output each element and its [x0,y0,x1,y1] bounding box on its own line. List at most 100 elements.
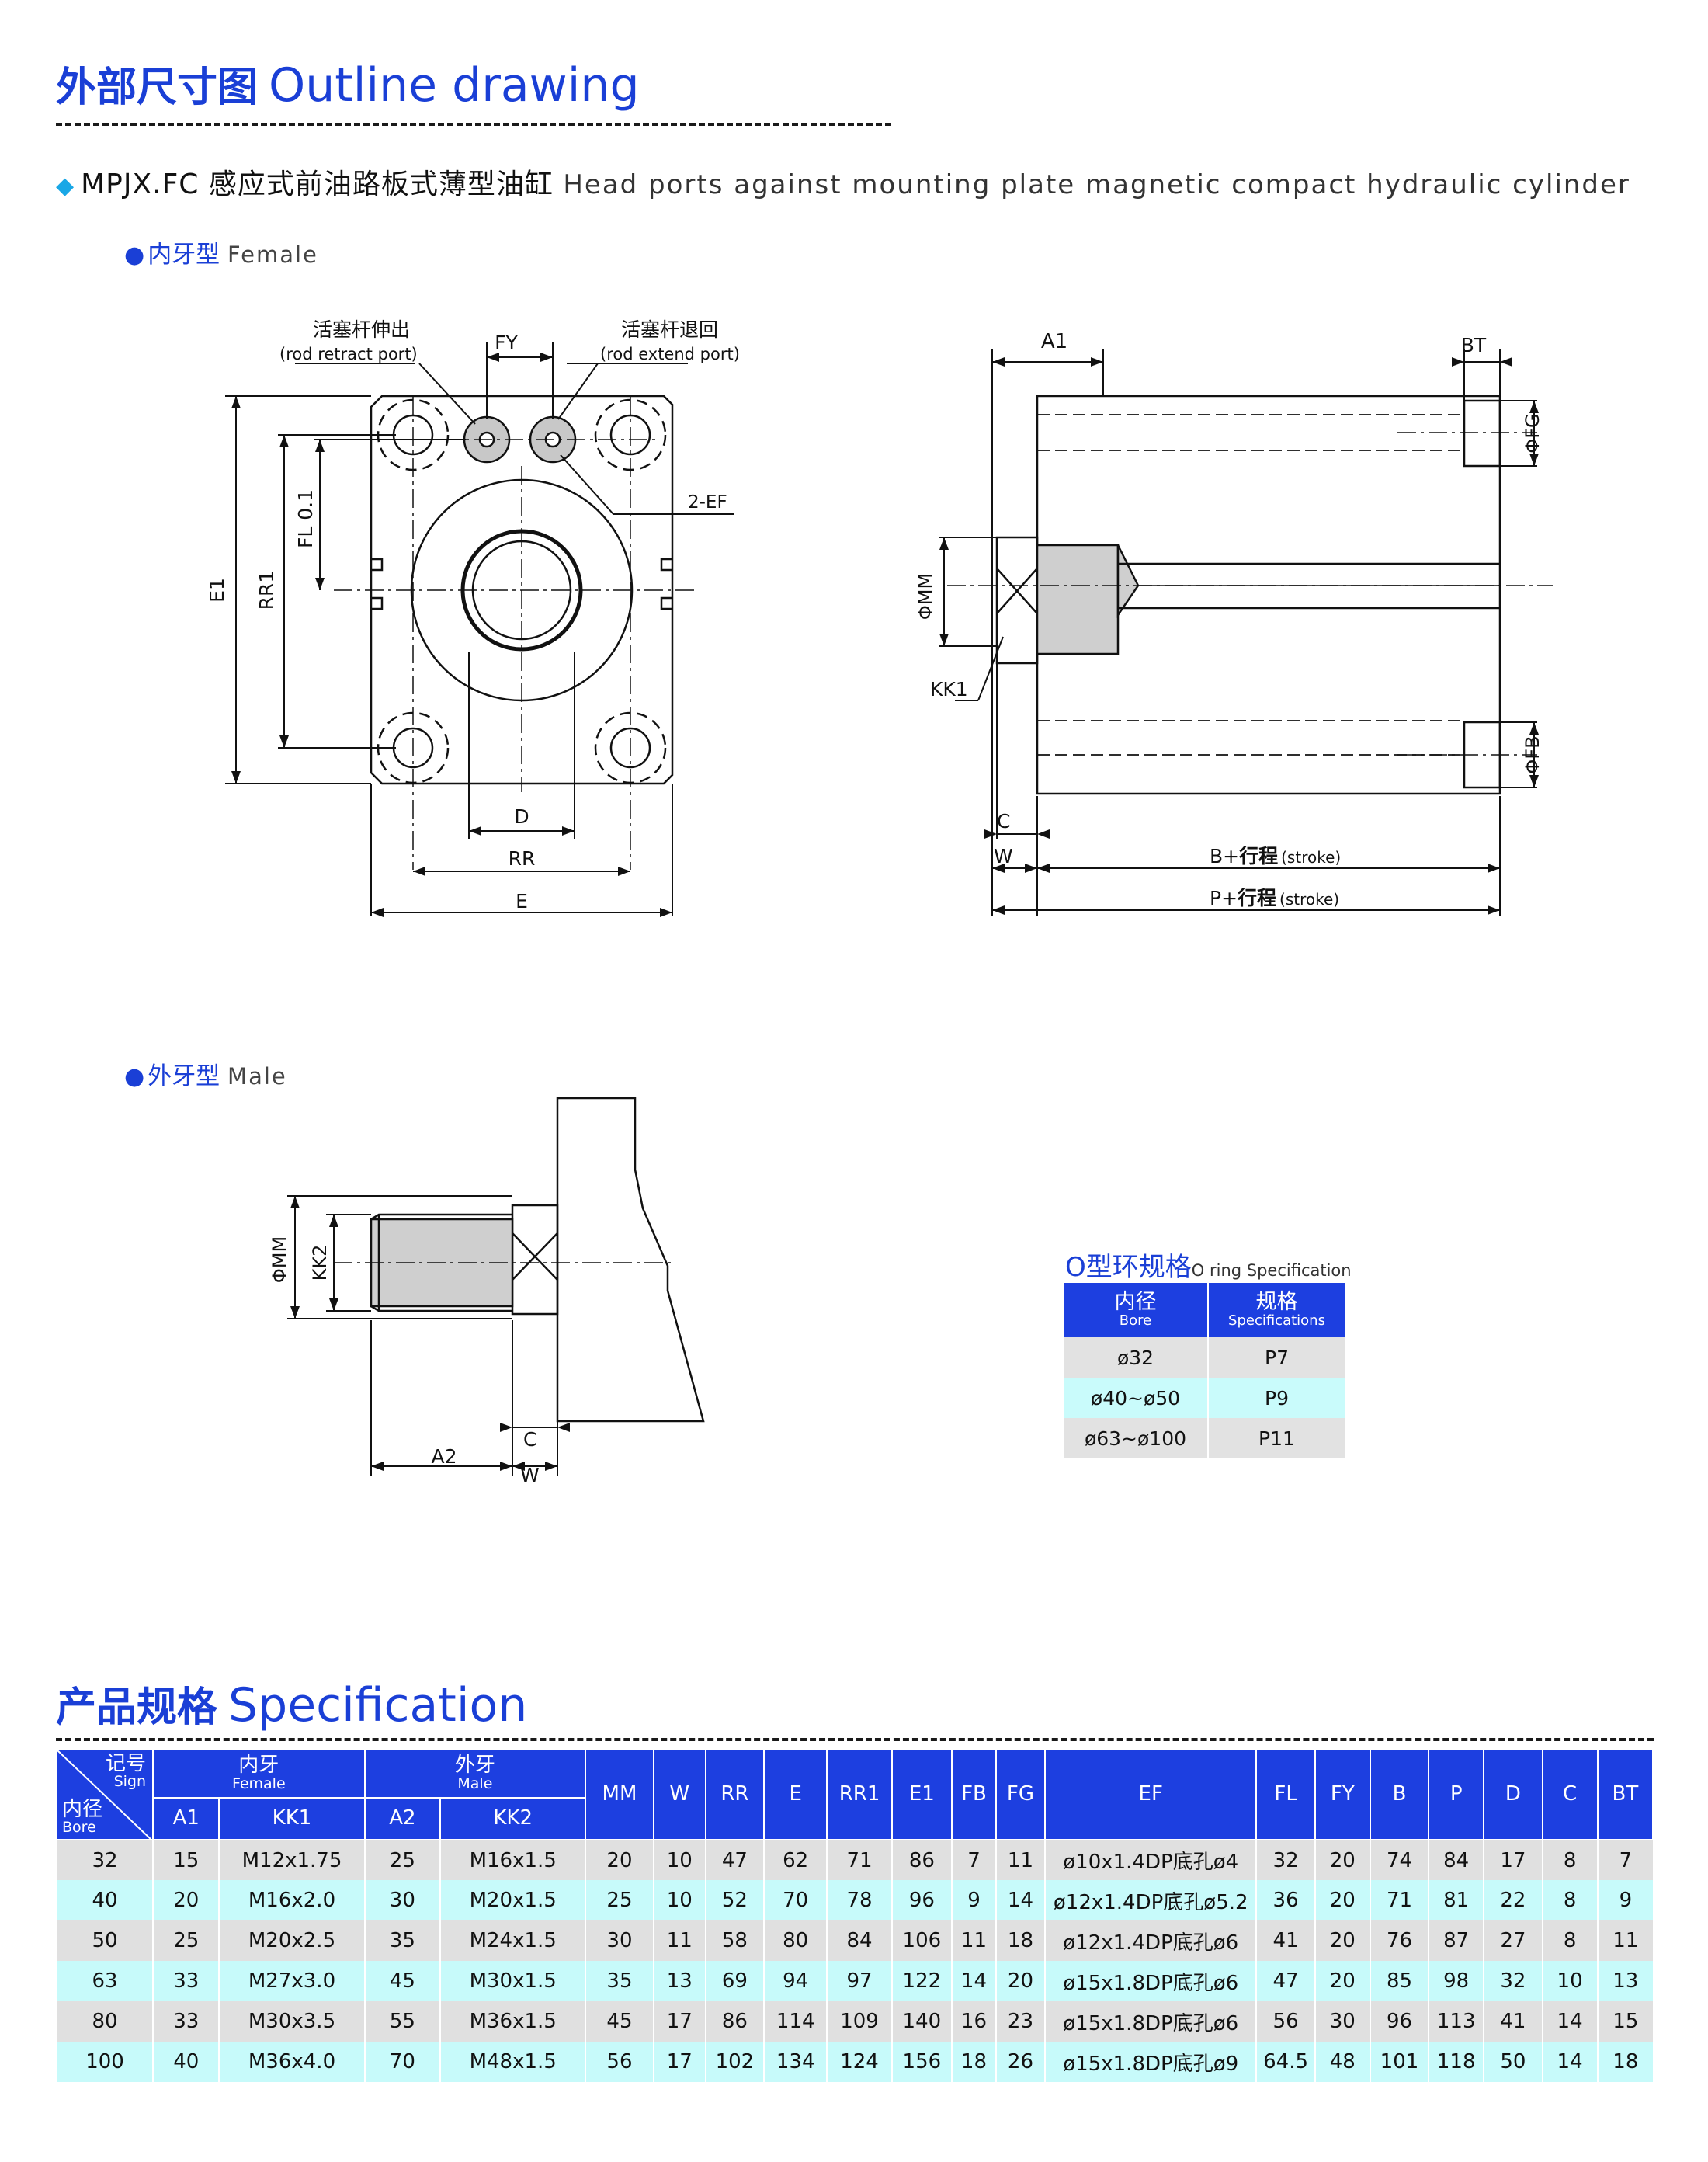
table-cell: 71 [1369,1880,1429,1920]
female-label: ●内牙型 Female [124,235,318,269]
table-cell: 62 [763,1840,828,1880]
table-cell: 70 [763,1880,828,1920]
table-cell: 52 [704,1880,765,1920]
table-cell: 69 [704,1961,765,2001]
table-cell: 48 [1314,2042,1370,2082]
a1-label: A1 [1041,330,1068,353]
e1-label: E1 [206,578,228,603]
male-mm-label: ΦMM [269,1236,290,1283]
table-cell: 36 [1255,1880,1315,1920]
table-cell: 32 [55,1840,154,1880]
table-cell: 16 [951,2001,996,2042]
table-cell: 56 [585,2042,654,2082]
col-header: E [763,1749,828,1840]
oring-title-cn: O型环规格 [1065,1252,1192,1283]
table-cell: 64.5 [1255,2042,1315,2082]
table-cell: 18 [951,2042,996,2082]
col-header: A1 [152,1797,220,1840]
table-cell: 8 [1541,1920,1598,1961]
outline-title-cn: 外部尺寸图 [56,64,259,111]
kk2-label: KK2 [309,1245,331,1281]
table-cell: 10 [652,1880,706,1920]
table-cell: 27 [1483,1920,1543,1961]
fl-label: FL 0.1 [294,489,317,548]
thread-insert [1036,544,1120,655]
table-cell: 80 [55,2001,154,2042]
male-label: ●外牙型 Male [124,1056,287,1091]
table-cell: 45 [585,2001,654,2042]
col-header: FY [1314,1749,1371,1840]
table-cell: M20x1.5 [439,1880,586,1920]
oring-bore-cell: ø32 [1064,1337,1209,1378]
male-nut [511,1204,559,1316]
col-header: MM [585,1749,654,1840]
table-cell: M36x4.0 [218,2042,365,2082]
female-label-en: Female [227,242,318,268]
table-cell: 124 [826,2042,892,2082]
table-cell: 7 [951,1840,996,1880]
col-header: E1 [890,1749,953,1840]
table-cell: 84 [1428,1840,1484,1880]
table-cell: ø15x1.8DP底孔ø6 [1043,1961,1257,2001]
table-cell: M48x1.5 [439,2042,586,2082]
table-cell: M16x1.5 [439,1840,586,1880]
c-label: C [997,810,1010,832]
table-cell: 25 [585,1880,654,1920]
table-cell: 17 [652,2042,706,2082]
mm-label: ΦMM [915,573,936,620]
oring-spec-cell: P9 [1208,1378,1346,1418]
male-label-en: Male [227,1063,287,1090]
table-cell: 35 [585,1961,654,2001]
table-cell: 22 [1483,1880,1543,1920]
col-header: FL [1255,1749,1316,1840]
table-cell: 56 [1255,2001,1315,2042]
table-cell: 15 [1596,2001,1653,2042]
bt-label: BT [1461,334,1487,356]
table-cell: 113 [1428,2001,1484,2042]
table-cell: 26 [995,2042,1045,2082]
table-cell: 10 [1541,1961,1598,2001]
table-cell: 84 [826,1920,892,1961]
male-label-cn: 外牙型 [148,1062,220,1090]
table-cell: 9 [951,1880,996,1920]
table-cell: M27x3.0 [218,1961,365,2001]
front-body-outline [370,395,674,785]
table-cell: 86 [704,2001,765,2042]
e-label: E [516,890,528,912]
table-cell: M30x3.5 [218,2001,365,2042]
col-header: W [652,1749,706,1840]
table-cell: 13 [652,1961,706,2001]
table-cell: 20 [1314,1840,1370,1880]
table-cell: 47 [1255,1961,1315,2001]
table-cell: 101 [1369,2042,1429,2082]
ef-label: 2-EF [688,492,727,513]
table-cell: 11 [951,1920,996,1961]
heading-divider [56,123,891,126]
table-cell: 20 [995,1961,1045,2001]
table-cell: M30x1.5 [439,1961,586,2001]
col-header: B [1369,1749,1430,1840]
left-notches [371,558,384,610]
table-cell: M36x1.5 [439,2001,586,2042]
table-cell: 32 [1255,1840,1315,1880]
table-cell: 45 [363,1961,441,2001]
b-stroke-label: B+行程(stroke) [1210,845,1341,867]
oring-bore-cell: ø40~ø50 [1064,1378,1209,1418]
diamond-icon: ◆ [56,172,75,200]
table-cell: 20 [1314,1880,1370,1920]
table-cell: 20 [152,1880,220,1920]
table-cell: 10 [652,1840,706,1880]
table-cell: 118 [1428,2042,1484,2082]
table-cell: 17 [1483,1840,1543,1880]
table-cell: 14 [1541,2042,1598,2082]
table-cell: 20 [1314,1920,1370,1961]
product-name-cn: 感应式前油路板式薄型油缸 [208,169,554,200]
